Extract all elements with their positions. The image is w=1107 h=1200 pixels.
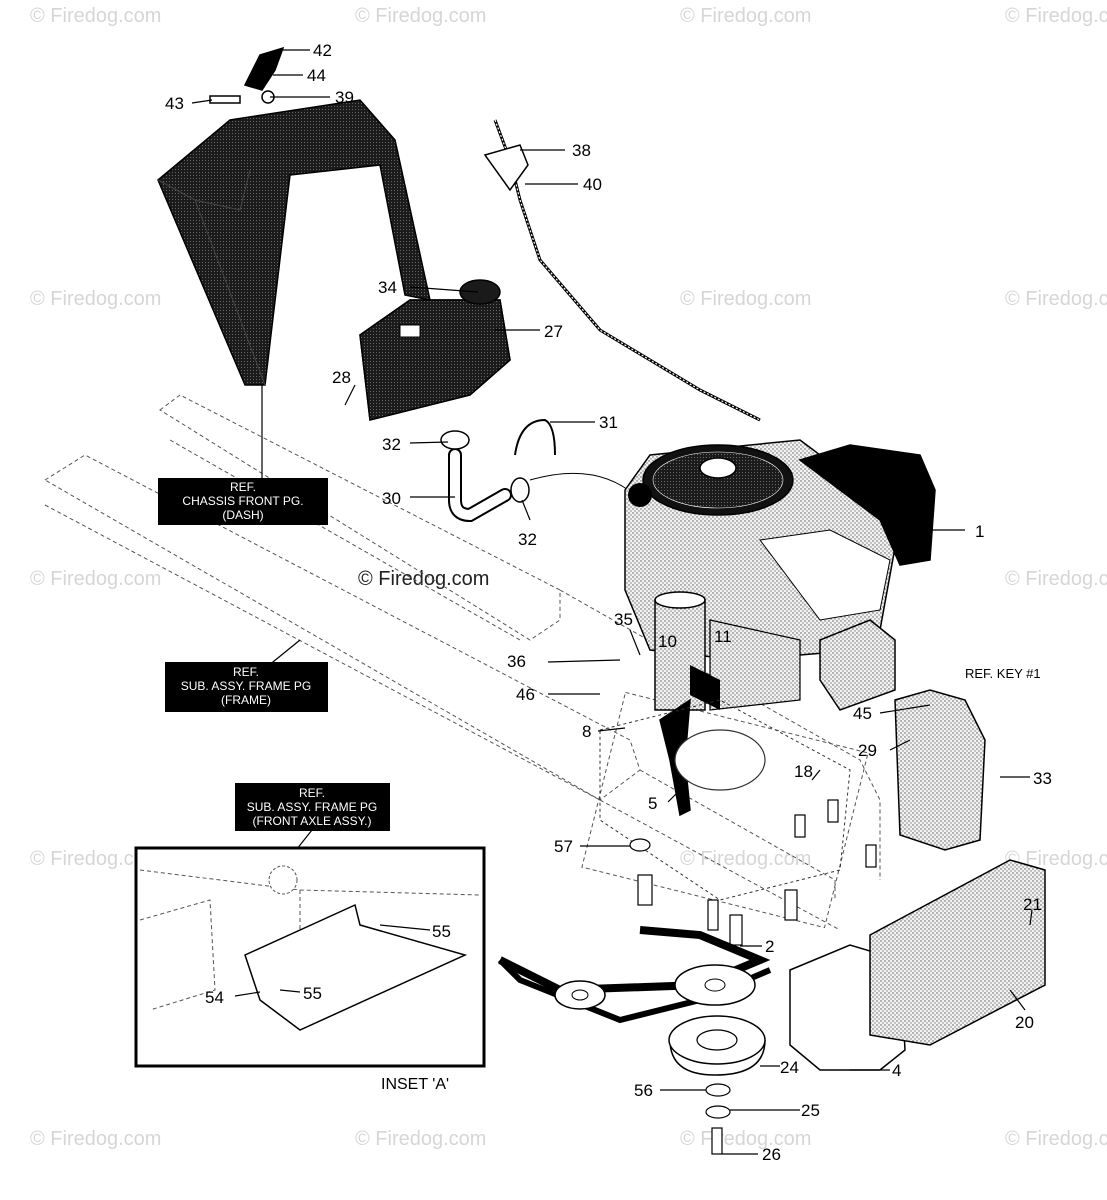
ref-box-axle-line3: (FRONT AXLE ASSY.) [253,814,372,828]
callout-44: 44 [307,66,326,85]
watermark: © Firedog.com [355,1128,486,1150]
watermark: © Firedog.com [355,5,486,27]
watermark: © Firedog.com [30,288,161,310]
callout-38: 38 [572,141,591,160]
callout-29: 29 [858,741,877,760]
callout-11: 11 [714,627,732,646]
ref-box-dash-line3: (DASH) [222,508,263,522]
callout-25: 25 [801,1101,820,1120]
callout-21: 21 [1023,895,1042,914]
callout-31: 31 [599,413,618,432]
callout-10: 10 [658,632,677,651]
ref-box-axle-line1: REF. [299,786,325,800]
ref-box-dash: REF. CHASSIS FRONT PG. (DASH) [158,478,328,525]
watermark: © Firedog.com [680,5,811,27]
callout-5: 5 [648,794,657,813]
callout-36: 36 [507,652,526,671]
callout-28: 28 [332,368,351,387]
callout-42: 42 [313,41,332,60]
watermark: © Firedog.com [1005,848,1107,870]
callout-55a: 55 [432,922,451,941]
ref-box-dash-line2: CHASSIS FRONT PG. [182,494,303,508]
callout-20: 20 [1015,1013,1034,1032]
callouts: 1 2 4 5 8 10 11 18 20 21 24 25 26 27 28 … [165,41,1052,1164]
muffler-shield [894,689,986,851]
dash-shroud [157,99,431,386]
callout-34: 34 [378,278,397,297]
callout-27: 27 [544,322,563,341]
watermark: © Firedog.com [1005,288,1107,310]
watermark: © Firedog.com [30,568,161,590]
belts-pulleys [497,838,772,1119]
callout-18: 18 [794,762,813,781]
callout-39: 39 [335,88,354,107]
ref-box-frame-line2: SUB. ASSY. FRAME PG [181,679,312,693]
callout-26: 26 [762,1145,781,1164]
mounting-plate [599,699,851,901]
watermark: © Firedog.com [680,848,811,870]
watermark: © Firedog.com [30,848,161,870]
callout-2: 2 [765,937,774,956]
callout-33: 33 [1033,769,1052,788]
center-watermark: © Firedog.com [358,568,489,590]
inset-label: INSET 'A' [381,1076,449,1093]
ref-box-axle: REF. SUB. ASSY. FRAME PG (FRONT AXLE ASS… [235,783,390,831]
callout-32a: 32 [382,435,401,454]
callout-32b: 32 [518,530,537,549]
ref-box-axle-line2: SUB. ASSY. FRAME PG [247,800,378,814]
throttle-cable [483,119,761,422]
watermark: © Firedog.com [680,1128,811,1150]
fuel-line [440,418,641,523]
callout-56: 56 [634,1081,653,1100]
muffler [789,859,1046,1071]
callout-57: 57 [554,837,573,856]
callout-1: 1 [975,522,984,541]
watermark: © Firedog.com [1005,568,1107,590]
callout-4: 4 [892,1061,901,1080]
ignition-key [209,46,285,104]
callout-45: 45 [853,704,872,723]
watermark: © Firedog.com [680,288,811,310]
callout-35: 35 [614,610,633,629]
callout-46: 46 [516,685,535,704]
leader-lines [191,49,1033,1155]
frame-rails [44,394,881,931]
inset-a [134,846,486,1068]
watermark: © Firedog.com [30,5,161,27]
callout-24: 24 [780,1058,799,1077]
callout-43: 43 [165,94,184,113]
bolts [637,799,877,1155]
ref-box-dash-line1: REF. [230,480,256,494]
callout-55b: 55 [303,984,322,1003]
engine [624,439,936,711]
callout-30: 30 [382,489,401,508]
watermark: © Firedog.com [1005,5,1107,27]
callout-54: 54 [205,988,224,1007]
ref-box-frame: REF. SUB. ASSY. FRAME PG (FRAME) [165,662,328,712]
watermark: © Firedog.com [30,1128,161,1150]
ref-box-frame-line1: REF. [233,665,259,679]
watermark: © Firedog.com [1005,1128,1107,1150]
ref-key-label: REF. KEY #1 [965,666,1041,681]
callout-8: 8 [582,722,591,741]
fuel-tank [359,279,511,421]
ref-box-frame-line3: (FRAME) [221,693,271,707]
callout-40: 40 [583,175,602,194]
